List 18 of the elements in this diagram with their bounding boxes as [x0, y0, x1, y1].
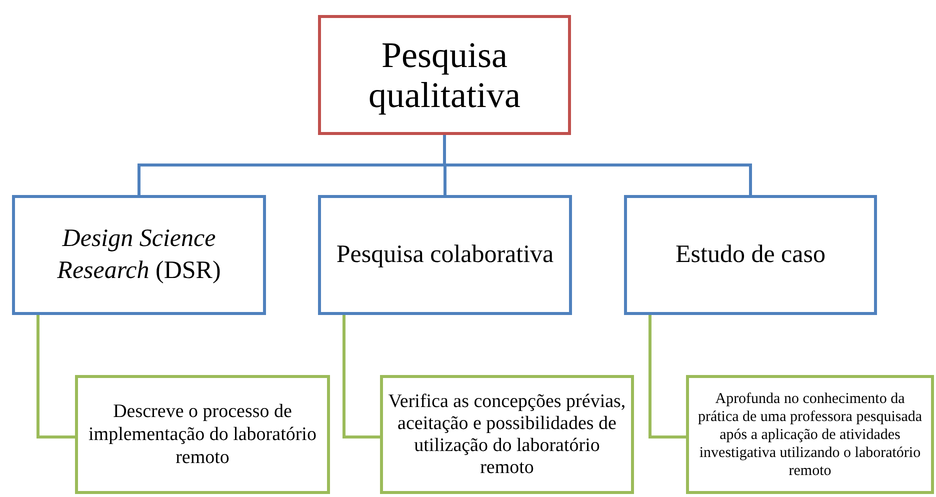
- box-text: Pesquisa colaborativa: [336, 240, 554, 270]
- root-box: [318, 15, 571, 135]
- box-text: Design Science Research (DSR): [56, 224, 222, 286]
- box-text: Aprofunda no conhecimento da prática de uma professora pesquisada após a aplicação de atividades investigativa utilizando o laboratório remoto: [696, 390, 924, 480]
- method-box: [12, 195, 266, 315]
- description-box: [75, 375, 330, 494]
- connector-line: [443, 135, 752, 195]
- box-text: Verifica as concepções prévias, aceitação e possibilidades de utilização do laboratório remoto: [387, 390, 627, 478]
- box-text: Estudo de caso: [676, 240, 826, 270]
- method-box: [624, 195, 877, 315]
- description-box: [686, 375, 934, 494]
- description-box: [380, 375, 634, 494]
- method-box: [318, 195, 572, 315]
- box-text: Descreve o processo de implementação do laboratório remoto: [88, 400, 318, 469]
- connector-line: [648, 315, 686, 438]
- connector-line: [36, 315, 75, 438]
- box-text: Pesquisa qualitativa: [368, 35, 522, 115]
- connector-line: [342, 315, 380, 438]
